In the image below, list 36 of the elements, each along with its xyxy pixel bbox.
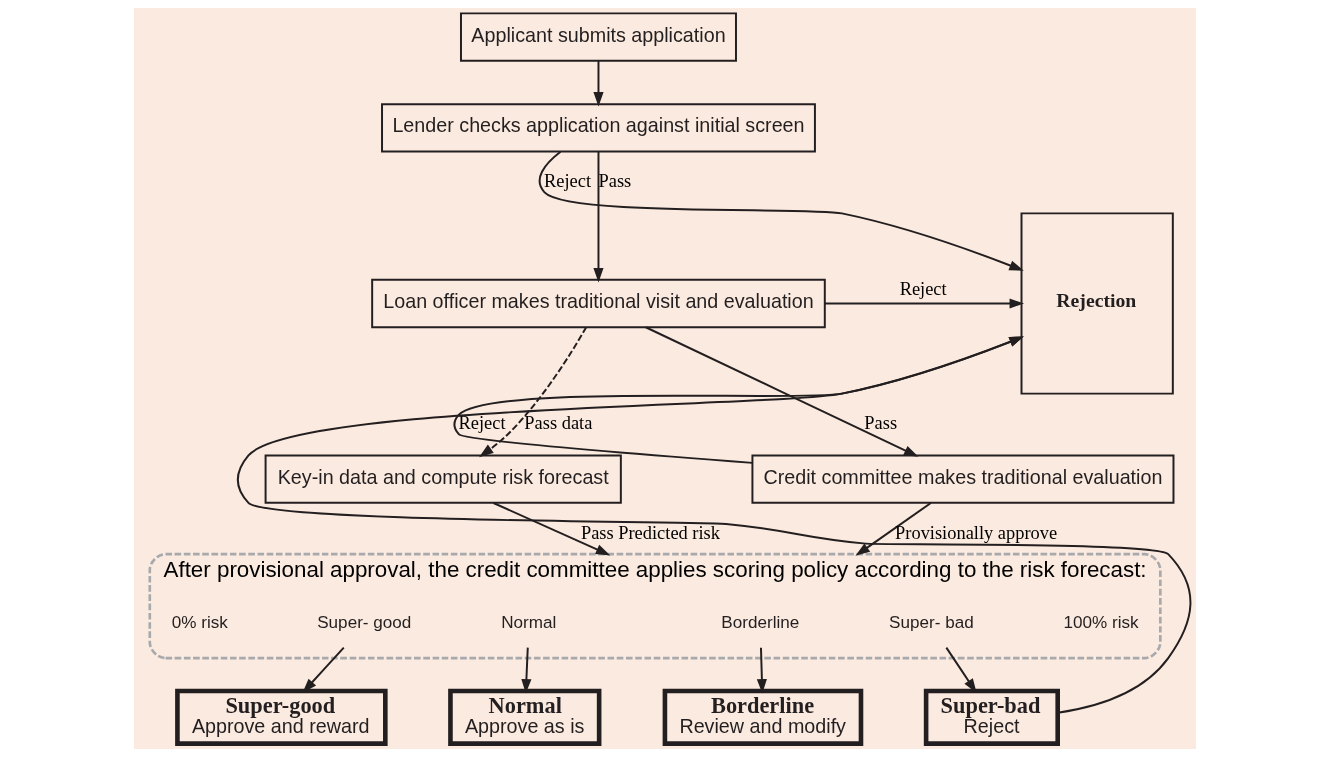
node-box: Lender checks application against initial screen	[380, 103, 816, 153]
arrow	[592, 60, 604, 107]
node-text: Super- good	[316, 613, 411, 633]
node-box: Borderline Review and modify	[662, 688, 863, 746]
node-box: Applicant submits application	[459, 12, 737, 62]
node-text: Borderline	[720, 613, 799, 633]
arrow	[236, 336, 1191, 714]
edge-label: Provisionally approve	[894, 522, 1057, 543]
edge-label: Reject	[458, 413, 506, 434]
edge-label: Pass data	[523, 413, 592, 434]
node-box: Normal Approve as is	[447, 688, 601, 746]
node-box: Credit committee makes traditional evaluation	[750, 454, 1174, 504]
node-box: Key-in data and compute risk forecast	[264, 454, 622, 504]
label: 0% risk	[171, 613, 228, 633]
edge-label: Pass Predicted risk	[580, 522, 720, 543]
node-box: Super-bad Reject	[923, 688, 1060, 746]
arrow	[592, 150, 604, 283]
arrow	[644, 326, 918, 457]
edge-label: Pass	[598, 171, 631, 192]
edge-label: Reject	[543, 171, 591, 192]
node-box: Rejection	[1020, 212, 1174, 395]
label: 100% risk	[1063, 613, 1139, 633]
node-box: Super-good Approve and reward	[174, 688, 388, 746]
arrow	[520, 646, 531, 694]
arrow	[538, 150, 1024, 271]
arrow	[453, 336, 1024, 464]
edge-label: Pass	[863, 413, 897, 434]
node-text: Normal	[500, 613, 556, 633]
arrow	[823, 298, 1024, 309]
arrow	[478, 326, 587, 458]
edge-label: Reject	[899, 278, 947, 299]
arrow	[854, 502, 932, 556]
node-box: Loan officer makes traditional visit and evaluation	[370, 278, 826, 329]
arrow	[756, 646, 767, 694]
arrow	[491, 502, 610, 556]
node-text: Super- bad	[888, 613, 974, 633]
